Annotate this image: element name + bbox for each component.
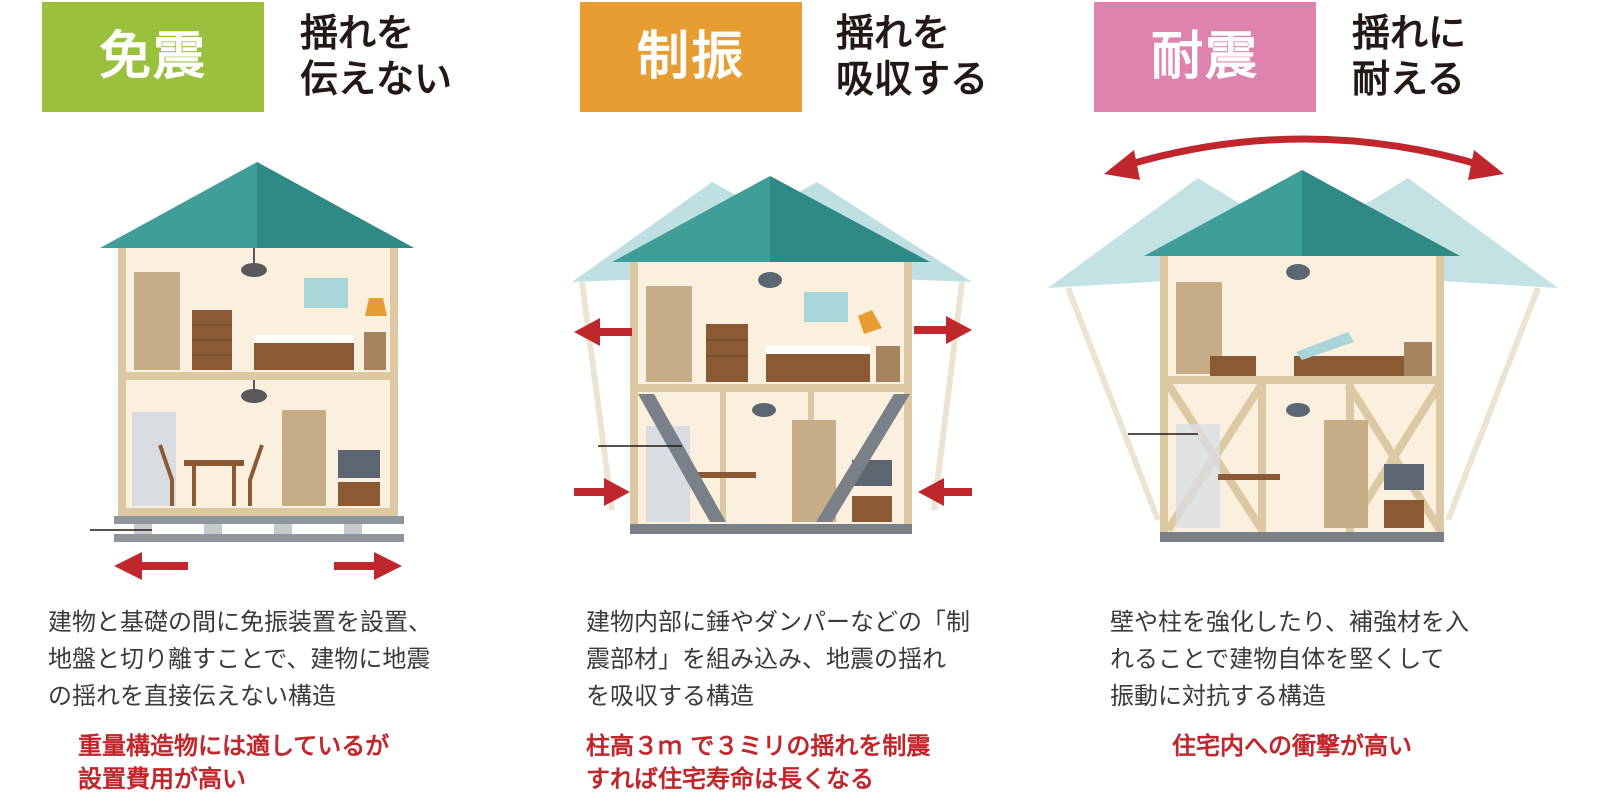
title-badge-menshin: 免震 — [42, 2, 264, 112]
description-line: 建物と基礎の間に免振装置を設置、 — [48, 608, 432, 636]
damper-icon — [638, 394, 910, 522]
tagline-line: 揺れに — [1352, 11, 1467, 55]
description-seishin: 建物内部に錘やダンパーなどの「制 震部材」を組み込み、地震の揺れ を吸収する構造 — [586, 604, 970, 715]
title-badge-seishin: 制振 — [580, 2, 802, 112]
note-seishin: 柱高３ｍ で３ミリの揺れを制震 すれば住宅寿命は長くなる — [586, 730, 930, 796]
tagline-line: 揺れを — [300, 11, 415, 55]
note-menshin: 重量構造物には適しているが 設置費用が高い — [78, 730, 389, 796]
note-line: 重量構造物には適しているが — [78, 732, 390, 760]
house-icon — [1048, 135, 1558, 542]
tagline-taishin: 揺れに 耐える — [1352, 10, 1466, 102]
note-line: すれば住宅寿命は長くなる — [586, 765, 874, 793]
tagline-line: 耐える — [1352, 57, 1465, 101]
description-line: れることで建物自体を堅くして — [1110, 645, 1445, 673]
tagline-menshin: 揺れを 伝えない — [300, 10, 452, 102]
curved-arrow-icon — [1104, 135, 1504, 180]
note-line: 設置費用が高い — [78, 765, 246, 793]
isolation-device-icon — [90, 516, 404, 542]
tagline-line: 吸収する — [836, 57, 989, 101]
tagline-line: 伝えない — [300, 57, 453, 101]
note-line: 柱高３ｍ で３ミリの揺れを制震 — [586, 732, 931, 760]
description-line: 振動に対抗する構造 — [1110, 682, 1326, 710]
panel-menshin: 免震 揺れを 伝えない — [42, 0, 562, 802]
tagline-line: 揺れを — [836, 11, 951, 55]
description-line: の揺れを直接伝えない構造 — [48, 682, 336, 710]
note-line: 住宅内への衝撃が高い — [1172, 732, 1412, 760]
description-line: 建物内部に錘やダンパーなどの「制 — [586, 608, 970, 636]
house-icon — [90, 162, 414, 580]
description-line: を吸収する構造 — [586, 682, 754, 710]
description-menshin: 建物と基礎の間に免振装置を設置、 地盤と切り離すことで、建物に地震 の揺れを直接… — [48, 604, 432, 715]
horizontal-arrows-icon — [114, 552, 402, 580]
note-taishin: 住宅内への衝撃が高い — [1172, 730, 1412, 763]
tagline-seishin: 揺れを 吸収する — [836, 10, 988, 102]
panel-seishin: 制振 揺れを 吸収する — [542, 0, 1062, 802]
description-line: 震部材」を組み込み、地震の揺れ — [586, 645, 946, 673]
title-badge-taishin: 耐震 — [1094, 2, 1316, 112]
sway-arrows-icon — [574, 316, 972, 506]
panel-taishin: 耐震 揺れに 耐える — [1048, 0, 1568, 802]
description-line: 壁や柱を強化したり、補強材を入 — [1110, 608, 1470, 636]
description-taishin: 壁や柱を強化したり、補強材を入 れることで建物自体を堅くして 振動に対抗する構造 — [1110, 604, 1469, 715]
description-line: 地盤と切り離すことで、建物に地震 — [48, 645, 431, 673]
house-icon — [572, 176, 972, 534]
